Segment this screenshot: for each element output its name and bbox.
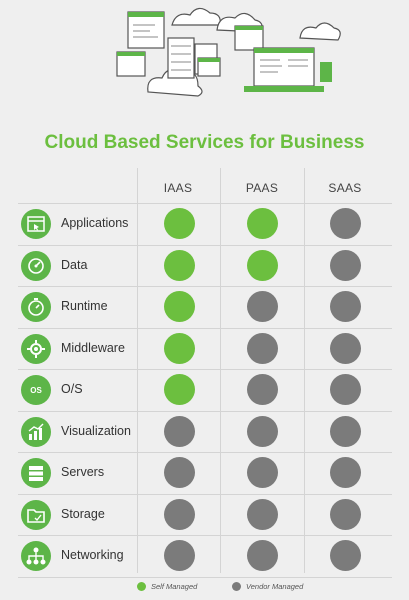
gear-network-icon: [21, 333, 51, 364]
service-row: Middleware: [0, 328, 409, 370]
vendor-managed-dot: [246, 540, 278, 571]
legend-self-managed: Self Managed: [137, 582, 197, 591]
service-row: Applications: [0, 203, 409, 245]
grid-divider: [220, 168, 221, 573]
vendor-managed-dot: [329, 498, 361, 530]
vendor-managed-dot: [329, 415, 361, 447]
service-label: Networking: [61, 548, 124, 562]
os-icon-text: OS: [30, 385, 42, 395]
grid-divider: [18, 286, 392, 287]
legend-vendor-label: Vendor Managed: [246, 582, 304, 591]
stopwatch-icon: [21, 292, 51, 322]
vendor-managed-dot: [246, 374, 278, 405]
network-icon: [21, 541, 51, 571]
self-managed-dot: [163, 374, 195, 405]
service-row: Servers: [0, 452, 409, 494]
service-label: Storage: [61, 506, 105, 521]
service-label: Runtime: [61, 299, 108, 313]
vendor-managed-dot: [163, 457, 195, 488]
folder-icon: [21, 499, 51, 530]
self-managed-dot: [246, 249, 278, 281]
service-row: Data: [0, 245, 409, 287]
service-row: Runtime: [0, 286, 409, 328]
self-managed-dot: [163, 291, 195, 322]
vendor-managed-dot: [329, 332, 361, 364]
grid-divider: [18, 452, 392, 453]
page-title: Cloud Based Services for Business: [44, 132, 365, 153]
grid-divider: [18, 576, 392, 578]
grid-divider: [18, 327, 392, 329]
service-label: Servers: [61, 465, 105, 479]
grid-divider: [18, 369, 392, 370]
vendor-managed-swatch: [232, 582, 241, 591]
self-managed-dot: [163, 332, 195, 364]
data-gauge-icon: [21, 250, 51, 281]
vendor-managed-dot: [329, 249, 361, 281]
cloud-icon: [171, 7, 221, 26]
server-rack-icon: [167, 37, 195, 79]
self-managed-swatch: [137, 582, 146, 591]
vendor-managed-dot: [329, 208, 361, 239]
grid-divider: [18, 410, 392, 412]
grid-divider: [18, 493, 392, 495]
column-header-saas: SAAS: [328, 181, 362, 195]
service-row: Storage: [0, 494, 409, 536]
vendor-managed-dot: [163, 498, 195, 530]
server-icon: [21, 458, 51, 488]
browser-window-icon: [127, 11, 165, 49]
legend-self-label: Self Managed: [151, 582, 198, 591]
vendor-managed-dot: [163, 415, 195, 447]
os-icon: OS: [21, 375, 51, 405]
grid-divider: [18, 535, 392, 536]
vendor-managed-dot: [329, 291, 361, 322]
column-header-iaas: IAAS: [163, 181, 193, 195]
grid-divider: [18, 203, 392, 204]
service-label: O/S: [61, 382, 83, 396]
chart-icon: [21, 416, 51, 447]
vendor-managed-dot: [246, 291, 278, 322]
grid-divider: [137, 168, 138, 573]
service-label: Visualization: [61, 423, 131, 438]
laptop-icon: [253, 47, 315, 87]
vendor-managed-dot: [246, 332, 278, 364]
service-row: Networking: [0, 535, 409, 577]
service-label: Middleware: [61, 340, 125, 355]
service-row: Visualization: [0, 411, 409, 453]
app-window-icon: [21, 209, 51, 239]
column-header-paas: PAAS: [245, 181, 279, 195]
self-managed-dot: [163, 249, 195, 281]
vendor-managed-dot: [329, 457, 361, 488]
vendor-managed-dot: [329, 374, 361, 405]
vendor-managed-dot: [246, 498, 278, 530]
self-managed-dot: [163, 208, 195, 239]
vendor-managed-dot: [329, 540, 361, 571]
service-label: Applications: [61, 216, 129, 230]
service-row: OS O/S: [0, 369, 409, 411]
grid-divider: [304, 168, 305, 573]
self-managed-dot: [246, 208, 278, 239]
vendor-managed-dot: [163, 540, 195, 571]
vendor-managed-dot: [246, 457, 278, 488]
grid-divider: [18, 244, 392, 246]
legend-vendor-managed: Vendor Managed: [232, 582, 303, 591]
cloud-computing-illustration: [116, 7, 341, 97]
cloud-icon: [299, 22, 341, 41]
vendor-managed-dot: [246, 415, 278, 447]
service-label: Data: [61, 257, 88, 272]
